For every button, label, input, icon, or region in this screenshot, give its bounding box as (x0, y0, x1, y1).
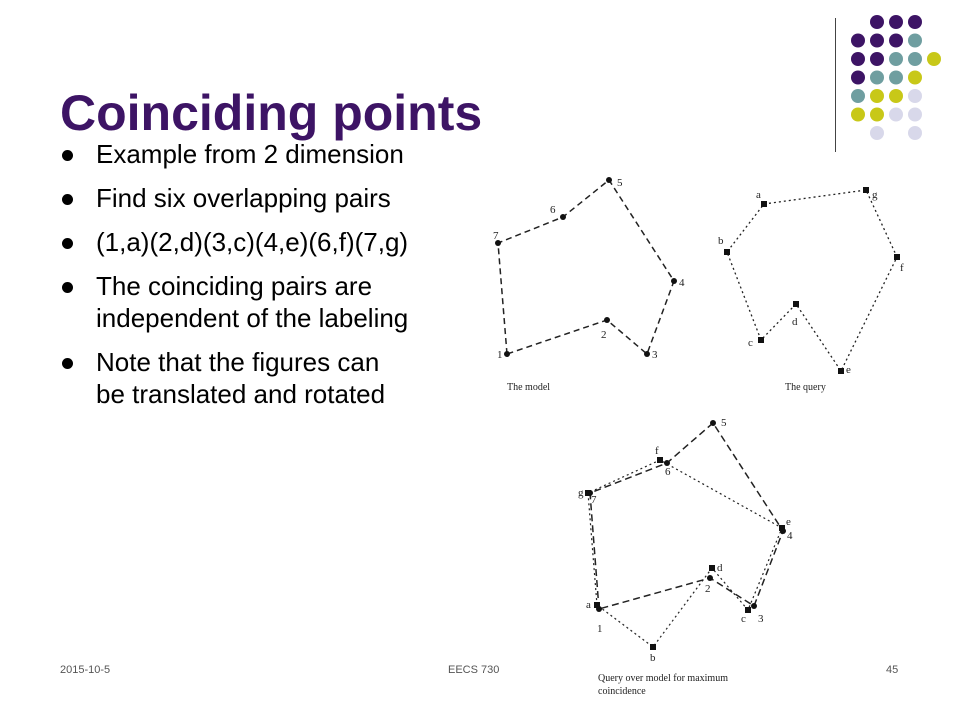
footer-center: EECS 730 (448, 664, 500, 676)
decor-dot (870, 70, 884, 85)
overlay-label-3: 3 (758, 613, 764, 625)
decor-dot (870, 89, 884, 103)
bullet-item: Example from 2 dimension (60, 138, 410, 170)
decor-dot (908, 33, 922, 48)
decor-dot (870, 52, 884, 66)
overlay-label-a: a (586, 599, 591, 611)
query-caption: The query (785, 382, 826, 393)
query-label-f: f (900, 262, 904, 274)
model-points (495, 177, 677, 357)
model-label-2: 2 (601, 329, 607, 341)
decor-dot (870, 33, 884, 48)
overlay-caption-line1: Query over model for maximum (598, 673, 728, 684)
bullet-item: Find six overlapping pairs (60, 182, 410, 214)
decor-dot (870, 126, 884, 140)
decor-dot (851, 107, 865, 122)
footer-page-number: 45 (886, 664, 899, 676)
decorative-dots (851, 15, 941, 140)
model-label-1: 1 (497, 349, 503, 361)
query-label-g: g (872, 189, 878, 201)
bullet-text: Find six overlapping pairs (96, 183, 391, 213)
model-labels: 1 2 3 4 5 6 7 (493, 177, 685, 361)
bullet-text: The coinciding pairs are independent of … (96, 271, 409, 333)
decor-dot (851, 33, 865, 48)
overlay-label-e: e (786, 516, 791, 528)
bullet-dot-icon (62, 150, 73, 161)
model-caption: The model (507, 382, 550, 393)
overlay-label-d: d (717, 562, 723, 574)
decor-dot (870, 107, 884, 122)
bullet-text: Example from 2 dimension (96, 139, 404, 169)
footer-date: 2015-10-5 (60, 664, 111, 676)
overlay-label-g: g (578, 487, 584, 499)
decor-dot (851, 70, 865, 85)
bullet-dot-icon (62, 282, 73, 293)
decor-dot (851, 52, 865, 66)
bullet-item: (1,a)(2,d)(3,c)(4,e)(6,f)(7,g) (60, 226, 410, 258)
model-label-5: 5 (617, 177, 623, 189)
decor-dot (908, 52, 922, 66)
decor-dot (908, 126, 922, 140)
decor-dot (908, 89, 922, 103)
bullet-list: Example from 2 dimension Find six overla… (60, 138, 410, 422)
overlay-labels: 1 2 3 4 5 6 7 a b c d e f g (578, 417, 793, 664)
query-label-b: b (718, 235, 724, 247)
query-figure (726, 189, 898, 373)
overlay-label-1: 1 (597, 623, 603, 635)
query-label-c: c (748, 337, 753, 349)
overlay-caption-line2: coincidence (598, 686, 646, 697)
overlay-model (589, 421, 784, 610)
decor-dot (851, 89, 865, 103)
decor-dot (870, 15, 884, 29)
overlay-points (585, 420, 786, 650)
decor-divider (835, 18, 836, 152)
model-label-6: 6 (550, 204, 556, 216)
overlay-query (587, 459, 783, 648)
overlay-label-b: b (650, 652, 656, 664)
bullet-text: (1,a)(2,d)(3,c)(4,e)(6,f)(7,g) (96, 227, 409, 257)
bullet-text: Note that the figures can be translated … (96, 347, 386, 409)
slide-title: Coinciding points (60, 85, 483, 141)
decor-dot (889, 15, 903, 29)
overlay-label-7: 7 (591, 494, 597, 506)
query-labels: a b c d e f g (718, 189, 904, 376)
overlay-label-4: 4 (787, 530, 793, 542)
model-label-4: 4 (679, 277, 685, 289)
bullet-dot-icon (62, 194, 73, 205)
overlay-label-c: c (741, 613, 746, 625)
model-figure (497, 178, 675, 356)
decor-dot (889, 107, 903, 122)
query-points (724, 187, 900, 374)
decor-dot (889, 70, 903, 85)
overlay-label-2: 2 (705, 583, 711, 595)
overlay-label-6: 6 (665, 466, 671, 478)
decor-dot (889, 89, 903, 103)
query-label-d: d (792, 316, 798, 328)
query-label-a: a (756, 189, 761, 201)
query-label-e: e (846, 364, 851, 376)
decor-dot (889, 52, 903, 66)
model-label-3: 3 (652, 349, 658, 361)
overlay-label-5: 5 (721, 417, 727, 429)
bullet-dot-icon (62, 358, 73, 369)
bullet-item: The coinciding pairs are independent of … (60, 270, 410, 334)
decor-dot (908, 107, 922, 122)
overlay-label-f: f (655, 445, 659, 457)
bullet-item: Note that the figures can be translated … (60, 346, 410, 410)
decor-dot (889, 33, 903, 48)
decor-dot (927, 52, 941, 66)
model-label-7: 7 (493, 230, 499, 242)
bullet-dot-icon (62, 238, 73, 249)
decor-dot (908, 70, 922, 85)
decor-dot (908, 15, 922, 29)
